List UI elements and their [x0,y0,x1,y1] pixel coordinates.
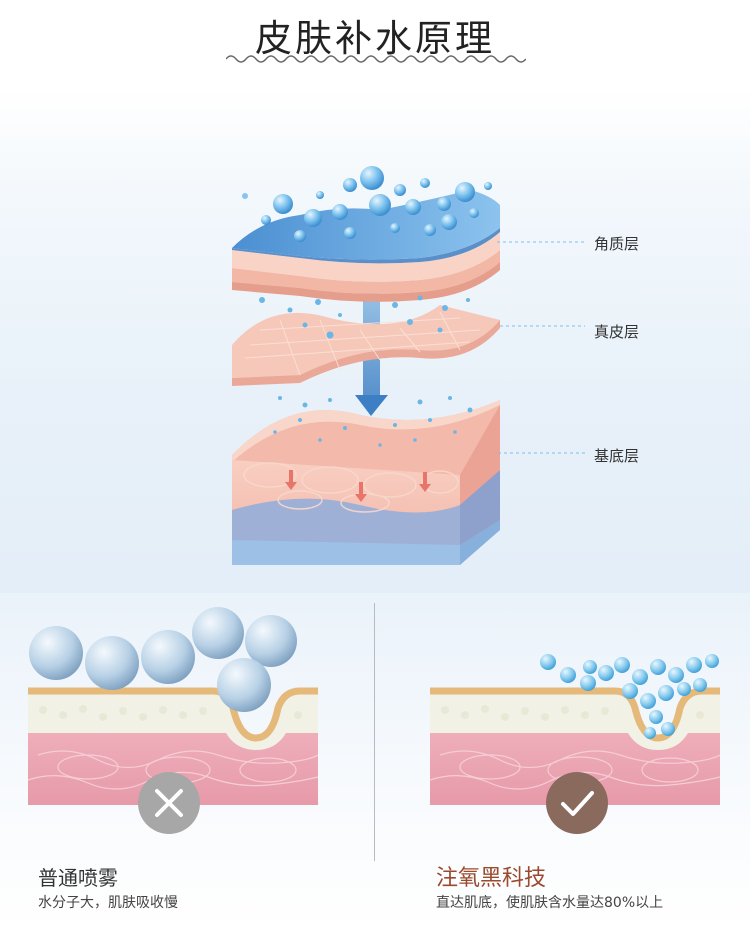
oxygen-tech-title: 注氧黑科技 [436,866,547,891]
dermis-layer-sheet [232,305,500,386]
oxygen-tech-illustration [430,654,720,805]
leader-lines [497,241,585,454]
oxygen-tech-description: 直达肌底，使肌肤含水量达80%以上 [436,895,664,911]
header: 皮肤补水原理 [0,0,750,88]
basal-layer-block [232,400,500,565]
cross-badge [138,772,200,834]
regular-spray-description: 水分子大，肌肤吸收慢 [38,895,178,911]
regular-spray-title: 普通喷雾 [38,866,118,890]
label-dermis: 真皮层 [594,323,640,341]
cross-icon [155,789,183,817]
page-title: 皮肤补水原理 [255,17,495,60]
label-stratum-corneum: 角质层 [594,235,640,253]
wave-divider [226,55,526,63]
large-water-molecules [29,607,297,712]
skin-layer-diagram [232,166,585,565]
comparison-divider [374,603,375,861]
label-basal-layer: 基底层 [594,447,640,465]
small-water-molecules [540,654,719,739]
check-badge [546,772,608,834]
regular-spray-illustration [28,607,318,805]
stratum-corneum-sheet [232,190,500,302]
water-droplets [242,166,496,447]
check-icon [561,791,594,816]
